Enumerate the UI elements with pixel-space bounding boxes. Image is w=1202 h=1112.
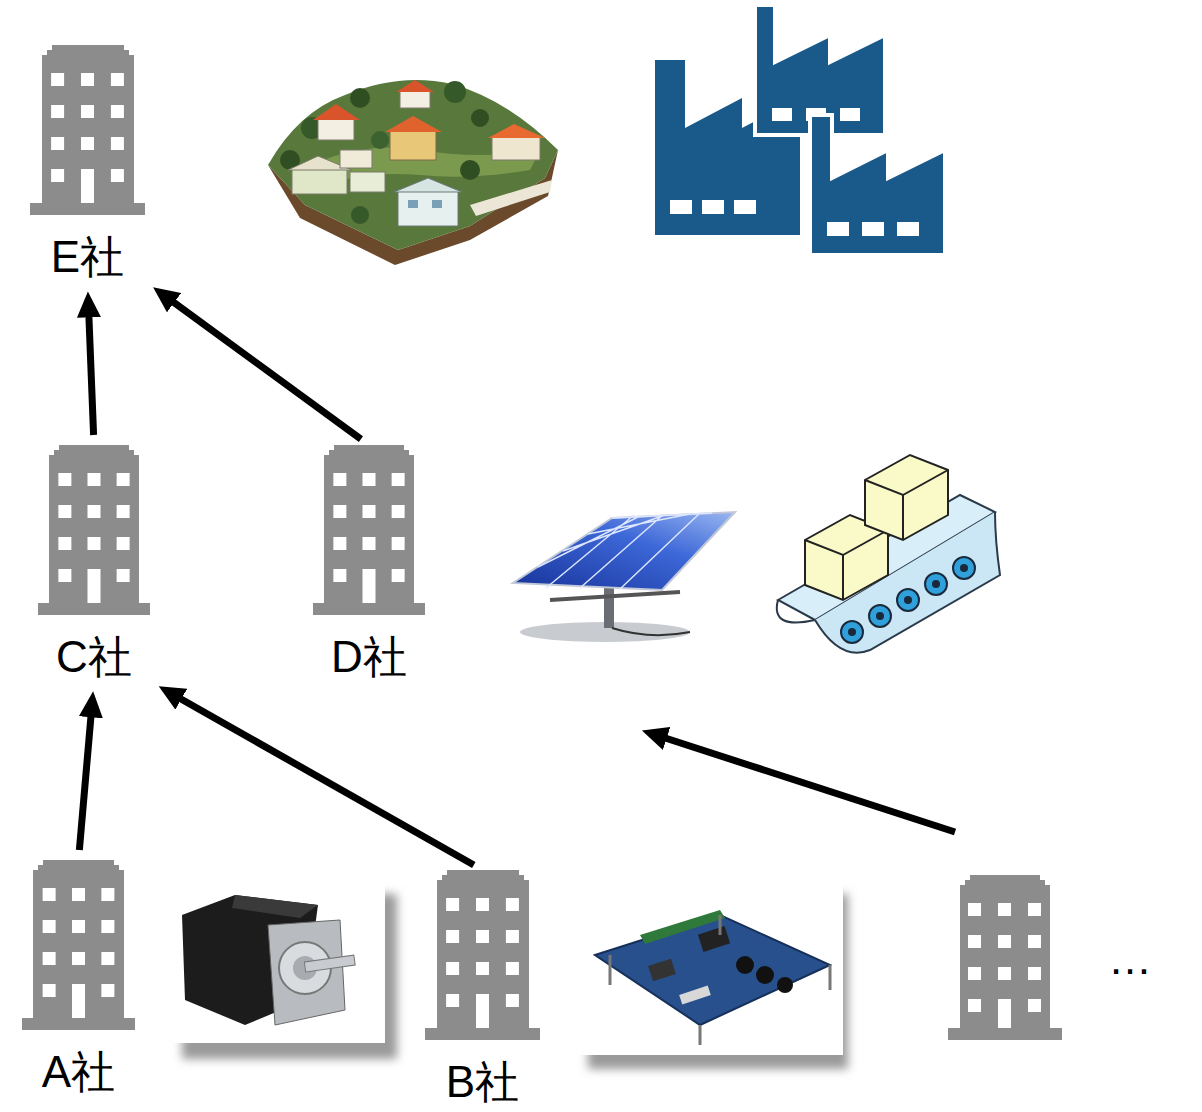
factory-icon	[655, 5, 945, 255]
company-name: E社	[30, 233, 145, 281]
supply-arrow	[89, 309, 94, 435]
solar-panel	[513, 512, 735, 642]
motor-photo	[172, 880, 397, 1059]
conveyor	[777, 455, 1000, 653]
supply-arrow	[79, 709, 91, 850]
building-icon	[22, 860, 135, 1030]
building-icon	[313, 445, 425, 615]
company-node: B社	[425, 870, 540, 1106]
company-name: D社	[313, 633, 425, 681]
ellipsis-label: …	[1108, 935, 1152, 983]
supply-arrow	[174, 695, 473, 865]
building-icon	[38, 445, 150, 615]
building-icon	[30, 45, 145, 215]
circuit-board-photo	[578, 880, 848, 1069]
village-illustration	[268, 80, 558, 265]
building-icon	[948, 875, 1062, 1040]
company-node: D社	[313, 445, 425, 681]
company-name: A社	[22, 1048, 135, 1096]
supply-arrow	[168, 298, 361, 439]
company-node: C社	[38, 445, 150, 681]
building-icon	[425, 870, 540, 1040]
arrow	[659, 736, 955, 832]
company-node: E社	[30, 45, 145, 281]
company-node: A社	[22, 860, 135, 1096]
company-name: B社	[425, 1058, 540, 1106]
company-name: C社	[38, 633, 150, 681]
